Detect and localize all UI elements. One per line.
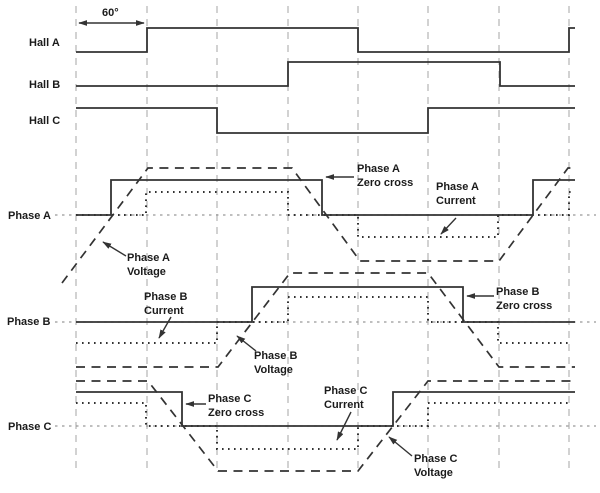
phase-b-voltage: [76, 272, 575, 368]
hall-a-signal: [76, 27, 575, 53]
phase-a-volt-note-label: Phase A Voltage: [127, 252, 171, 278]
phase-a-volt-arrow: [102, 241, 127, 257]
phase-a-zc-note-label: Phase A Zero cross: [357, 163, 414, 189]
phase-a-cur-arrow: [440, 217, 457, 235]
phase-c-current: [76, 402, 572, 450]
hall-c-signal: [76, 107, 575, 134]
hall-b-signal: [76, 61, 575, 87]
phase-b-volt-note-label: Phase B Voltage: [254, 350, 298, 376]
phase-b-cur-note-label: Phase B Current: [144, 291, 188, 317]
phase-c-volt-arrow: [388, 436, 413, 457]
phase-c-volt-note-label: Phase C Voltage: [414, 453, 458, 479]
phase-b-zc-note-label: Phase B Zero cross: [496, 286, 553, 312]
waveforms-layer: [61, 27, 575, 472]
phase-a-cur-note-label: Phase A Current: [436, 181, 480, 207]
phase-c-cur-arrow: [336, 411, 352, 441]
phase-a-voltage: [61, 167, 575, 284]
phase-c-zero-cross: [76, 391, 575, 427]
phase-c-voltage: [76, 380, 575, 472]
phase-a-zero-cross: [76, 179, 575, 216]
phase-b-label: Phase B: [7, 316, 51, 328]
arrows-layer: [78, 20, 494, 457]
hall-c-label: Hall C: [29, 115, 61, 127]
hall-b-label: Hall B: [29, 79, 61, 91]
angle-60-label: 60°: [102, 7, 119, 19]
phase-c-label: Phase C: [8, 421, 52, 433]
phase-b-cur-arrow: [158, 316, 172, 339]
phase-b-zero-cross: [76, 286, 575, 323]
hall-a-label: Hall A: [29, 37, 60, 49]
phase-b-current: [76, 296, 572, 344]
phase-c-zc-note-label: Phase C Zero cross: [208, 393, 265, 419]
phase-a-label: Phase A: [8, 210, 52, 222]
phase-c-cur-note-label: Phase C Current: [324, 385, 368, 411]
phase-b-volt-arrow: [236, 335, 257, 352]
